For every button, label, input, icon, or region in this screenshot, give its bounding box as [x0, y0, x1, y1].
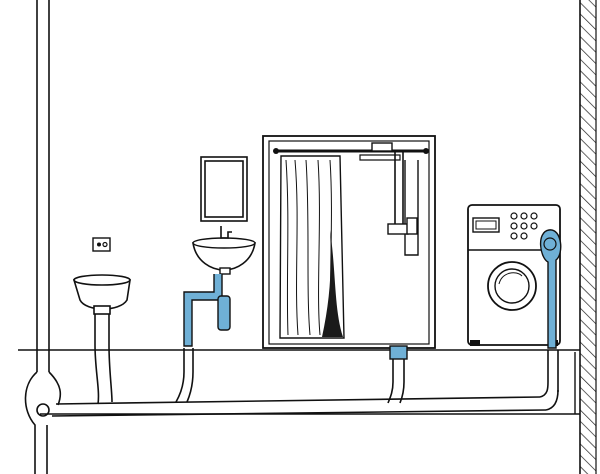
mirror-icon	[200, 156, 248, 222]
shower-icon	[262, 135, 436, 349]
socket-icon	[92, 237, 111, 252]
sink-icon	[175, 226, 256, 403]
floor-drain-icon	[387, 345, 408, 404]
hatched-wall	[579, 0, 597, 474]
vertical-drain-stack	[24, 0, 62, 474]
washing-machine-icon	[467, 204, 562, 392]
toilet	[72, 274, 131, 405]
main-drain-pipe	[51, 381, 559, 417]
